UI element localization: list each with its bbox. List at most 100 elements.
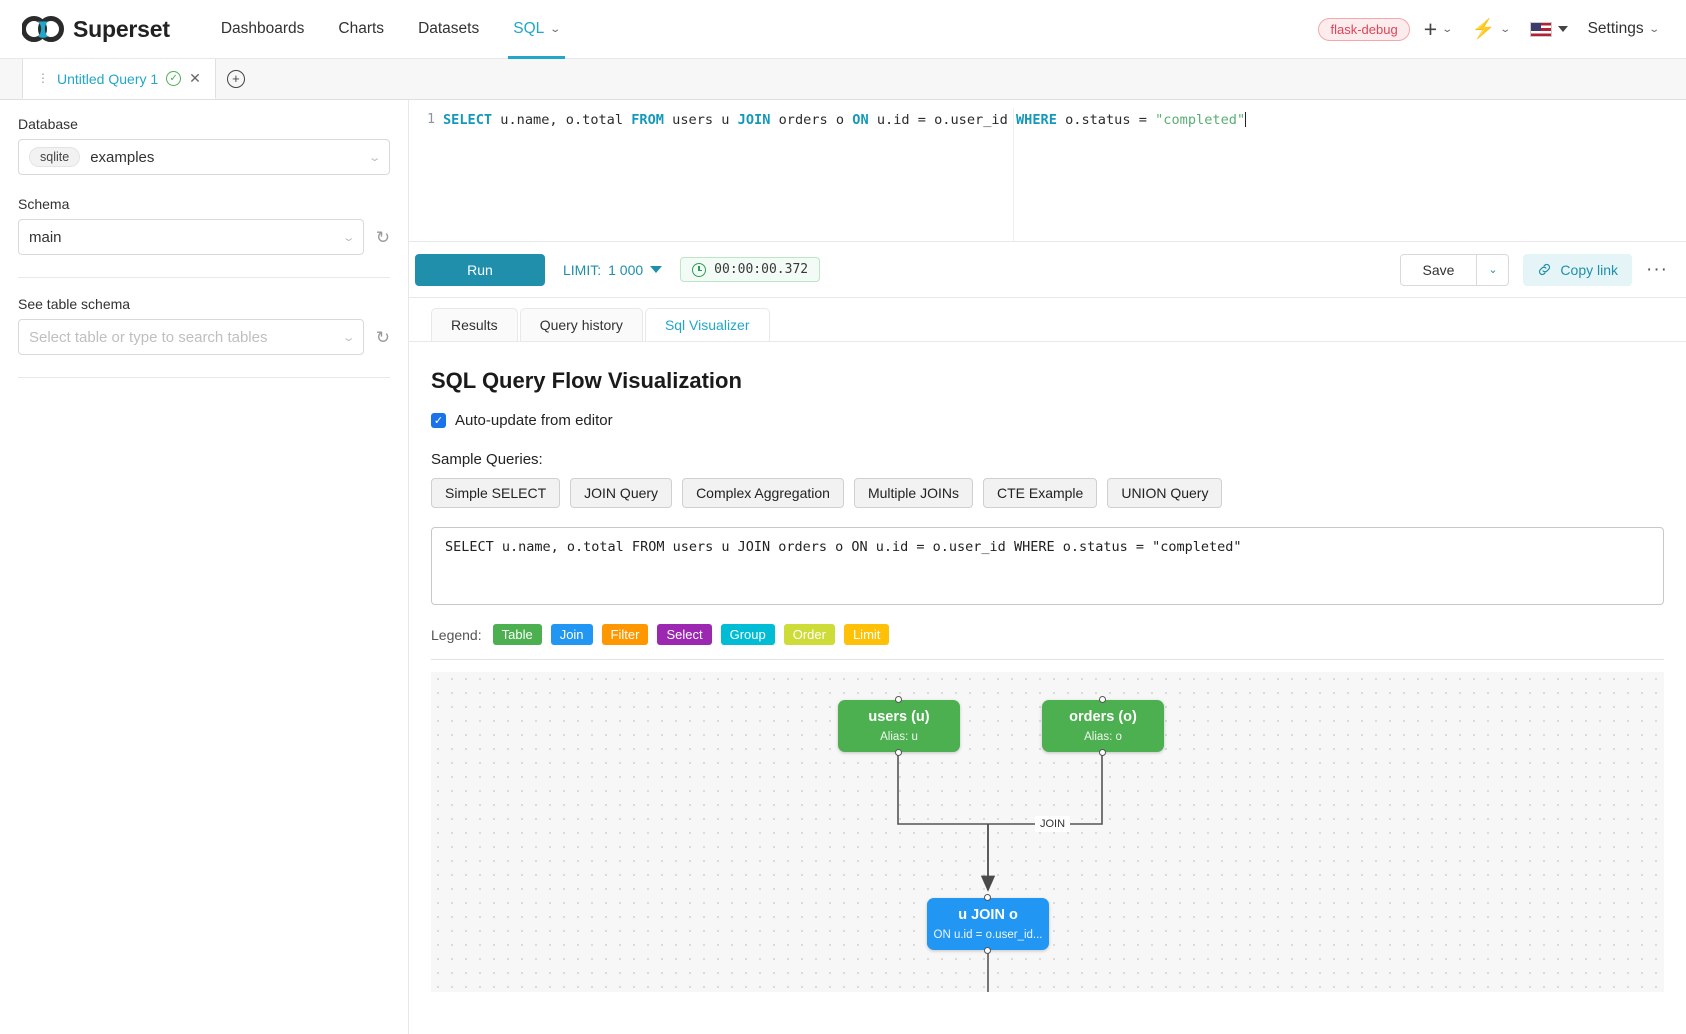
save-dropdown-button[interactable]: ⌄: [1476, 254, 1508, 285]
close-icon[interactable]: ✕: [189, 70, 201, 86]
node-title: orders (o): [1069, 709, 1137, 725]
editor-code-line[interactable]: SELECT u.name, o.total FROM users u JOIN…: [443, 108, 1686, 241]
nav-link-datasets[interactable]: Datasets: [418, 20, 480, 37]
chevron-down-icon: ⌄: [341, 331, 356, 344]
flow-node-users[interactable]: users (u) Alias: u: [838, 696, 960, 756]
actions-menu-button[interactable]: ⚡ ⌄: [1466, 16, 1516, 43]
superset-logo[interactable]: Superset: [22, 16, 170, 43]
run-button[interactable]: Run: [415, 253, 545, 286]
node-subtitle: ON u.id = o.user_id...: [933, 929, 1043, 941]
node-handle-bottom[interactable]: [895, 749, 902, 756]
table-placeholder: Select table or type to search tables: [29, 328, 268, 346]
auto-update-label: Auto-update from editor: [455, 412, 613, 429]
copy-link-button[interactable]: Copy link: [1523, 253, 1633, 286]
tab-query-history[interactable]: Query history: [519, 308, 643, 341]
limit-dropdown[interactable]: LIMIT: 1 000: [563, 262, 663, 278]
query-tab-untitled-query-1[interactable]: ⋮ Untitled Query 1 ✓ ✕: [22, 58, 216, 99]
node-handle-top[interactable]: [895, 696, 902, 703]
new-menu-button[interactable]: + ⌄: [1418, 14, 1458, 45]
more-options-button[interactable]: ···: [1646, 258, 1668, 280]
nav-link-dashboards[interactable]: Dashboards: [220, 20, 305, 37]
node-handle-bottom[interactable]: [984, 947, 991, 954]
edge-label-join: JOIN: [1035, 816, 1071, 832]
flow-edges: [897, 752, 1103, 992]
sample-button-join-query[interactable]: JOIN Query: [570, 478, 673, 508]
sql-text: u.name, o.total: [492, 112, 632, 128]
sample-button-simple-select[interactable]: Simple SELECT: [431, 478, 561, 508]
sample-queries-label: Sample Queries:: [431, 451, 543, 468]
database-select[interactable]: sqlite examples ⌄: [18, 139, 390, 175]
node-subtitle: Alias: o: [1084, 731, 1122, 743]
drag-handle-icon[interactable]: ⋮: [37, 70, 49, 85]
result-tab-underline: [409, 341, 1686, 342]
plus-icon: +: [1423, 15, 1438, 42]
caret-down-icon: [650, 266, 663, 273]
add-query-tab-button[interactable]: +: [216, 58, 256, 99]
sql-editor[interactable]: 1 SELECT u.name, o.total FROM users u JO…: [409, 100, 1686, 242]
tab-results[interactable]: Results: [431, 308, 518, 341]
sample-button-cte-example[interactable]: CTE Example: [982, 478, 1098, 508]
node-handle-bottom[interactable]: [1099, 749, 1106, 756]
database-engine-chip: sqlite: [29, 147, 81, 167]
sql-text: o.status =: [1056, 112, 1156, 128]
table-schema-field: See table schema Select table or type to…: [18, 296, 390, 355]
nav-link-sql-label: SQL: [513, 20, 545, 37]
node-handle-top[interactable]: [984, 894, 991, 901]
check-circle-icon: ✓: [166, 71, 182, 86]
legend-chip-group: Group: [720, 624, 775, 645]
right-panel: 1 SELECT u.name, o.total FROM users u JO…: [409, 100, 1686, 1034]
text-cursor: [1245, 112, 1247, 127]
flask-debug-badge: flask-debug: [1318, 17, 1410, 41]
navbar-right: flask-debug + ⌄ ⚡ ⌄ Settings ⌄: [1318, 14, 1664, 45]
auto-update-row[interactable]: ✓ Auto-update from editor: [431, 412, 1664, 429]
us-flag-icon: [1529, 21, 1552, 37]
refresh-icon[interactable]: ↻: [375, 227, 390, 247]
sample-query-buttons: Simple SELECT JOIN Query Complex Aggrega…: [431, 478, 1664, 508]
settings-label: Settings: [1587, 20, 1644, 37]
save-button[interactable]: Save: [1422, 261, 1455, 278]
sql-keyword: SELECT: [443, 112, 493, 128]
brand-name: Superset: [73, 15, 170, 42]
flow-canvas[interactable]: users (u) Alias: u orders (o) Alias: o J…: [431, 672, 1664, 992]
node-title: u JOIN o: [958, 907, 1018, 923]
nav-link-charts[interactable]: Charts: [338, 20, 385, 37]
chevron-down-icon: ⌄: [1488, 264, 1498, 276]
copy-link-label: Copy link: [1560, 261, 1619, 278]
editor-toolbar: Run LIMIT: 1 000 00:00:00.372 Save ⌄: [409, 242, 1686, 298]
schema-select[interactable]: main ⌄: [18, 219, 364, 255]
chevron-down-icon: ⌄: [341, 231, 356, 244]
auto-update-checkbox[interactable]: ✓: [431, 413, 446, 428]
refresh-icon[interactable]: ↻: [375, 327, 390, 347]
sql-keyword: WHERE: [1015, 112, 1057, 128]
nav-link-sql[interactable]: SQL ⌄: [496, 0, 576, 59]
sql-text: users u: [664, 112, 738, 128]
chevron-down-icon: ⌄: [1441, 23, 1454, 35]
sql-keyword: JOIN: [737, 112, 771, 128]
lightning-icon: ⚡: [1471, 18, 1496, 40]
node-handle-top[interactable]: [1099, 696, 1106, 703]
flow-node-join[interactable]: u JOIN o ON u.id = o.user_id...: [927, 894, 1049, 954]
chevron-down-icon: ⌄: [1647, 23, 1660, 35]
left-panel: Database sqlite examples ⌄ Schema main ⌄…: [0, 100, 409, 1034]
tab-sql-visualizer[interactable]: Sql Visualizer: [644, 308, 770, 341]
legend-chip-select: Select: [657, 624, 712, 645]
infinity-logo-icon: [22, 16, 64, 42]
legend-chip-filter: Filter: [601, 624, 649, 645]
top-navbar: Superset Dashboards Charts Datasets SQL …: [0, 0, 1686, 59]
legend-chip-limit: Limit: [843, 624, 890, 645]
sql-input-textarea[interactable]: [431, 527, 1664, 605]
chevron-down-icon: ⌄: [549, 23, 562, 35]
schema-label: Schema: [18, 196, 70, 212]
page-title: SQL Query Flow Visualization: [431, 368, 742, 393]
sql-text: u.id = o.user_id: [868, 112, 1016, 128]
sample-button-union-query[interactable]: UNION Query: [1107, 478, 1223, 508]
sample-button-complex-aggregation[interactable]: Complex Aggregation: [682, 478, 844, 508]
table-schema-label: See table schema: [18, 296, 131, 312]
main-nav: Dashboards Charts Datasets SQL ⌄: [204, 0, 577, 59]
table-select[interactable]: Select table or type to search tables ⌄: [18, 319, 364, 355]
settings-menu-button[interactable]: Settings ⌄: [1582, 16, 1664, 42]
chevron-down-icon: ⌄: [367, 151, 382, 164]
language-menu-button[interactable]: [1524, 18, 1574, 41]
sample-button-multiple-joins[interactable]: Multiple JOINs: [853, 478, 973, 508]
flow-node-orders[interactable]: orders (o) Alias: o: [1042, 696, 1164, 756]
